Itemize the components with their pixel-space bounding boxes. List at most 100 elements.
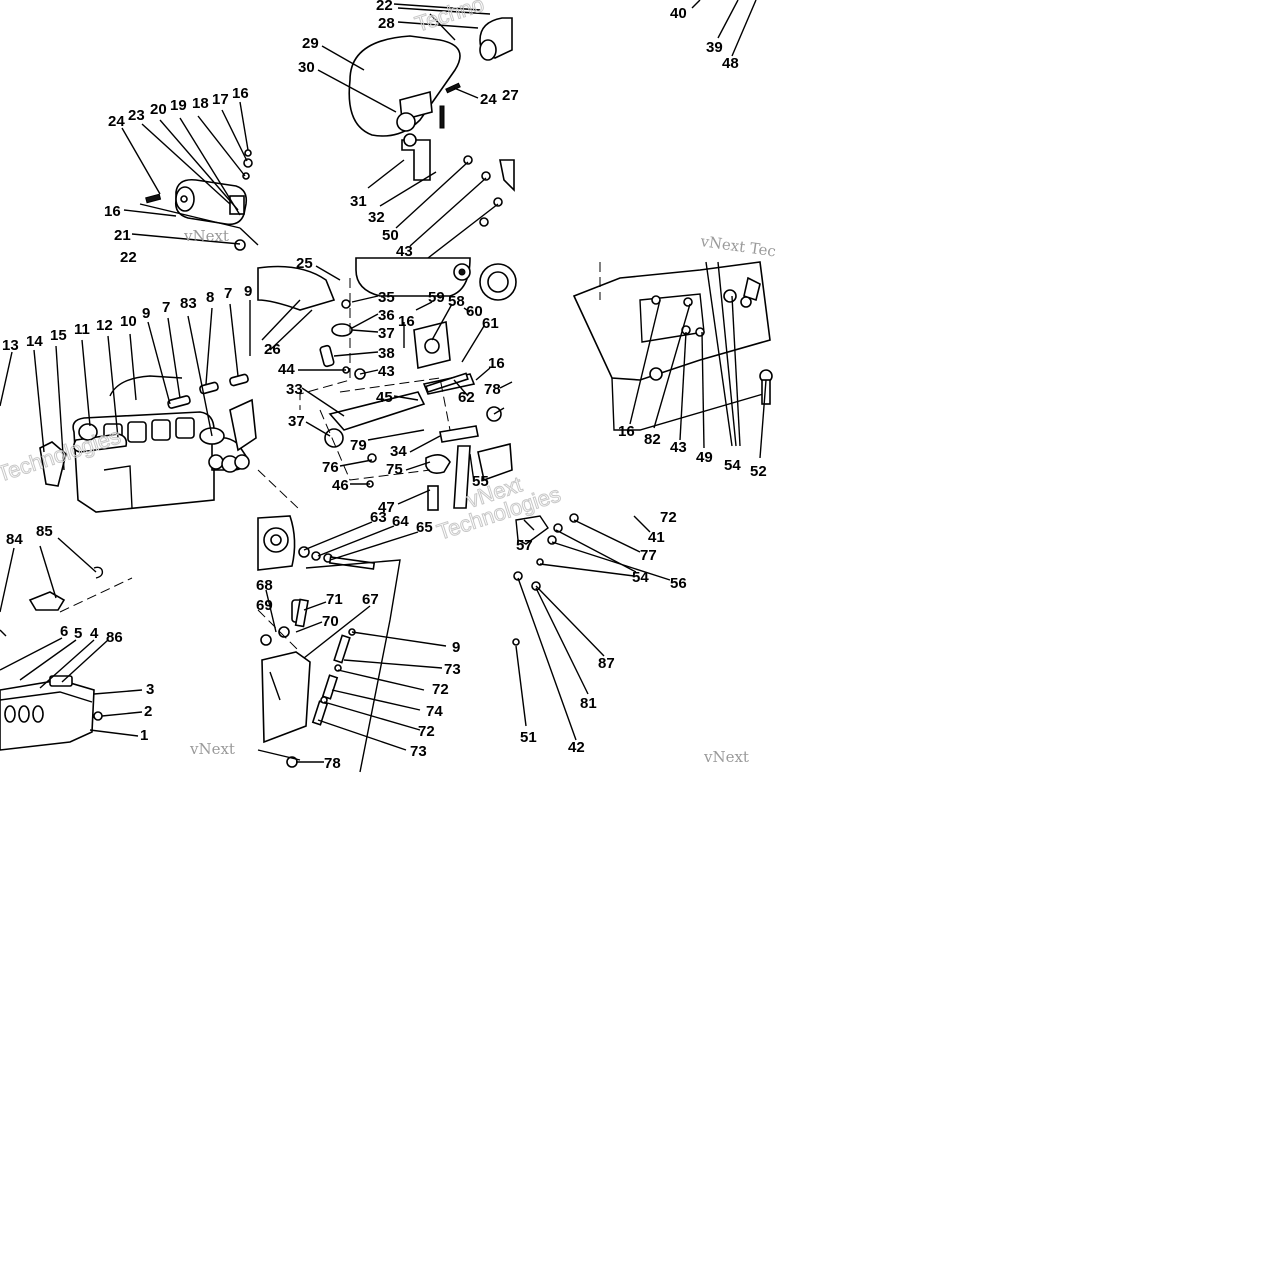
cover-box-drawing: [0, 566, 133, 751]
watermark-text: vNext: [183, 227, 229, 245]
callout-number: 75: [386, 461, 403, 478]
chassis-bracket-drawing: [572, 261, 773, 431]
callout-number: 19: [170, 97, 187, 114]
callout-number: 37: [288, 413, 305, 430]
callout-number: 20: [150, 101, 167, 118]
callout-number: 16: [398, 313, 415, 330]
leader-lines-top-center: [317, 3, 499, 259]
callout-number: 54: [724, 457, 741, 474]
tile-bottom-center: Technologies: [257, 481, 564, 773]
callout-number: 85: [36, 523, 53, 540]
callout-number: 65: [416, 519, 433, 536]
callout-number: 87: [598, 655, 615, 672]
callout-number: 62: [458, 389, 475, 406]
callout-number: 7: [162, 299, 170, 316]
callout-number: 45: [376, 389, 393, 406]
callout-number: 38: [378, 345, 395, 362]
callout-number: 77: [640, 547, 657, 564]
callout-number: 43: [396, 243, 413, 260]
callout-number: 73: [410, 743, 427, 760]
callout-number: 21: [114, 227, 131, 244]
callout-number: 63: [370, 509, 387, 526]
callout-number: 48: [722, 55, 739, 72]
tile-top-left: vNext: [121, 101, 259, 251]
fuel-filter-drawing: [139, 149, 259, 251]
callout-number: 10: [120, 313, 137, 330]
callout-number: 82: [644, 431, 661, 448]
engine-mount-drawing: [257, 257, 517, 511]
callout-number: 32: [368, 209, 385, 226]
tile-middle-right: vNext Tec: [572, 232, 777, 459]
callout-number: 72: [660, 509, 677, 526]
callout-number: 13: [2, 337, 19, 354]
callout-number: 58: [448, 293, 465, 310]
callout-number: 33: [286, 381, 303, 398]
callout-number: 23: [128, 107, 145, 124]
watermark-text: vNext: [703, 748, 749, 766]
callout-number: 71: [326, 591, 343, 608]
callout-number: 51: [520, 729, 537, 746]
callout-number: 81: [580, 695, 597, 712]
callout-number: 22: [376, 0, 393, 14]
callout-number: 12: [96, 317, 113, 334]
watermark-text: vNext Tec: [698, 232, 777, 261]
callout-number: 34: [390, 443, 407, 460]
tile-bottom-right: vNext: [512, 513, 749, 766]
callout-number: 4: [90, 625, 99, 642]
fuel-lines: [109, 373, 249, 409]
leader-lines-bottom-center: [265, 521, 447, 763]
leader-lines-middle-center: [298, 265, 513, 505]
tile-top-right: [691, 0, 757, 57]
callout-number: 36: [378, 307, 395, 324]
tile-top-center: Techno: [317, 0, 515, 259]
callout-number: 17: [212, 91, 229, 108]
callout-number: 46: [332, 477, 349, 494]
leader-lines-bottom-left: [0, 537, 143, 737]
callout-number: 16: [104, 203, 121, 220]
callout-number: 69: [256, 597, 273, 614]
callout-number: 55: [472, 473, 489, 490]
callout-number: 18: [192, 95, 209, 112]
callout-number: 61: [482, 315, 499, 332]
callout-number: 24: [480, 91, 497, 108]
callout-number: 52: [750, 463, 767, 480]
callout-number: 56: [670, 575, 687, 592]
callout-number: 47: [378, 499, 395, 516]
tile-bottom-left: vNext: [0, 537, 235, 758]
callout-number: 72: [432, 681, 449, 698]
callout-number: 27: [502, 87, 519, 104]
callout-number: 9: [452, 639, 460, 656]
callout-number: 40: [670, 5, 687, 22]
callout-number: 29: [302, 35, 319, 52]
leader-lines-middle-left: [0, 300, 251, 471]
callout-number: 26: [264, 341, 281, 358]
callout-number: 7: [224, 285, 232, 302]
callout-number: 1: [140, 727, 148, 744]
callout-number: 83: [180, 295, 197, 312]
callout-number: 42: [568, 739, 585, 756]
callout-number: 57: [516, 537, 533, 554]
leader-lines-bottom-right: [515, 515, 671, 741]
callout-number: 41: [648, 529, 665, 546]
callout-number: 70: [322, 613, 339, 630]
callout-number: 15: [50, 327, 67, 344]
callout-number: 5: [74, 625, 82, 642]
tile-middle-center: vNext: [257, 257, 526, 513]
callout-number: 37: [378, 325, 395, 342]
callout-number: 74: [426, 703, 443, 720]
injection-pump-drawing: [39, 373, 257, 513]
callout-number: 79: [350, 437, 367, 454]
pump-housing-drawing: [257, 515, 401, 773]
callout-number: 6: [60, 623, 68, 640]
callout-number: 35: [378, 289, 395, 306]
linkage-drawing: [512, 513, 579, 646]
callout-number: 86: [106, 629, 123, 646]
callout-number: 54: [632, 569, 649, 586]
callout-number: 59: [428, 289, 445, 306]
callout-number: 84: [6, 531, 23, 548]
callout-number: 9: [244, 283, 252, 300]
callout-number: 67: [362, 591, 379, 608]
callout-number: 22: [120, 249, 137, 266]
callout-number: 72: [418, 723, 435, 740]
watermark-text: vNext: [189, 740, 235, 758]
